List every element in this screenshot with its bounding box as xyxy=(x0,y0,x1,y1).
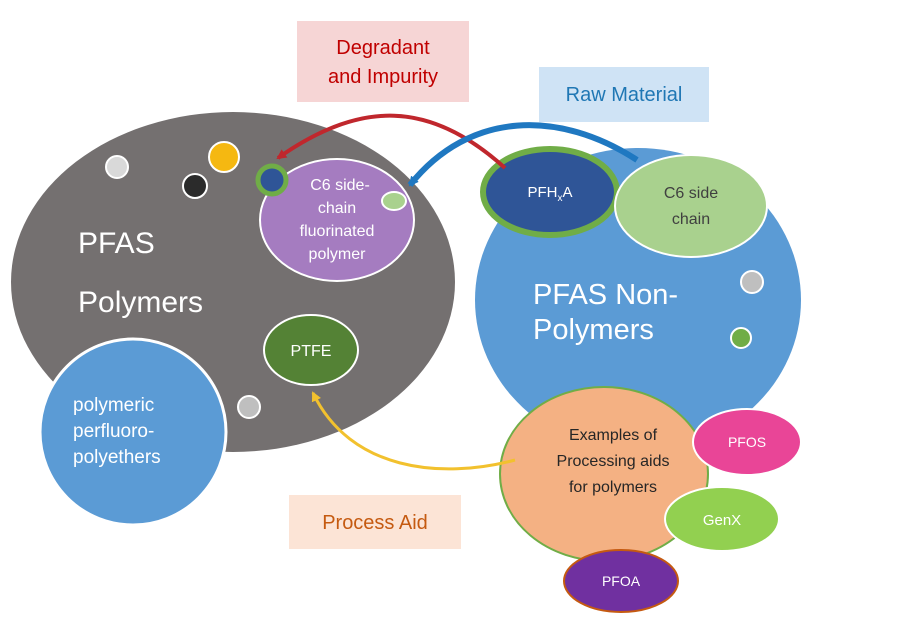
side-chain-polymer-line1: C6 side- xyxy=(310,177,370,194)
perfluoro-line3: polyethers xyxy=(73,447,161,468)
side-chain-polymer-line4: polymer xyxy=(309,246,367,263)
c6-side-chain-line2: chain xyxy=(672,211,710,228)
raw-material-label: Raw Material xyxy=(566,84,683,106)
process-aid-label: Process Aid xyxy=(322,512,428,534)
non-polymers-line2: Polymers xyxy=(533,314,654,346)
pfoa-label: PFOA xyxy=(602,573,641,589)
c6-side-chain-circle xyxy=(614,154,768,258)
processing-aids-line1: Examples of xyxy=(569,427,658,444)
dot-gold xyxy=(208,141,240,173)
pfoa-circle xyxy=(563,549,679,613)
raw-material-label-box xyxy=(539,67,709,122)
processing-aids-line3: for polymers xyxy=(569,479,657,496)
dot-white-2 xyxy=(237,395,261,419)
polymers-line1: PFAS xyxy=(78,227,155,260)
dot-green xyxy=(730,327,752,349)
dot-blue-green xyxy=(255,163,289,197)
dot-white-1 xyxy=(105,155,129,179)
process-aid-arrow xyxy=(311,391,516,471)
degradant-label-box xyxy=(297,21,469,102)
side-chain-polymer-circle xyxy=(259,158,415,282)
degradant-label-line2: and Impurity xyxy=(328,66,438,88)
non-polymers-line1: PFAS Non- xyxy=(533,279,678,311)
degradant-arrow xyxy=(276,113,507,170)
raw-material-arrow xyxy=(407,122,639,187)
dot-black xyxy=(182,173,208,199)
degradant-label-line1: Degradant xyxy=(336,37,430,59)
side-chain-polymer-line2: chain xyxy=(318,200,356,217)
polymers-line2: Polymers xyxy=(78,286,203,319)
genx-label: GenX xyxy=(703,512,741,529)
pfhxa-tail: A xyxy=(562,184,572,201)
processing-aids-line2: Processing aids xyxy=(557,453,670,470)
pfhxa-main: PFH xyxy=(527,184,557,201)
perfluoropolyethers-circle xyxy=(38,337,228,527)
genx-circle xyxy=(664,486,780,552)
ptfe-label: PTFE xyxy=(291,343,332,360)
pfhxa-label: PFHxA xyxy=(527,184,572,204)
perfluoro-line1: polymeric xyxy=(73,395,154,416)
process-aid-label-box xyxy=(289,495,461,549)
c6-side-chain-line1: C6 side xyxy=(664,185,718,202)
dot-light-green xyxy=(381,191,407,211)
dot-white-3 xyxy=(740,270,764,294)
side-chain-polymer-line3: fluorinated xyxy=(300,223,375,240)
pfos-label: PFOS xyxy=(728,434,766,450)
pfhxa-sub: x xyxy=(557,193,562,204)
perfluoro-line2: perfluoro- xyxy=(73,421,154,442)
ptfe-circle xyxy=(263,314,359,386)
pfos-circle xyxy=(692,408,802,476)
